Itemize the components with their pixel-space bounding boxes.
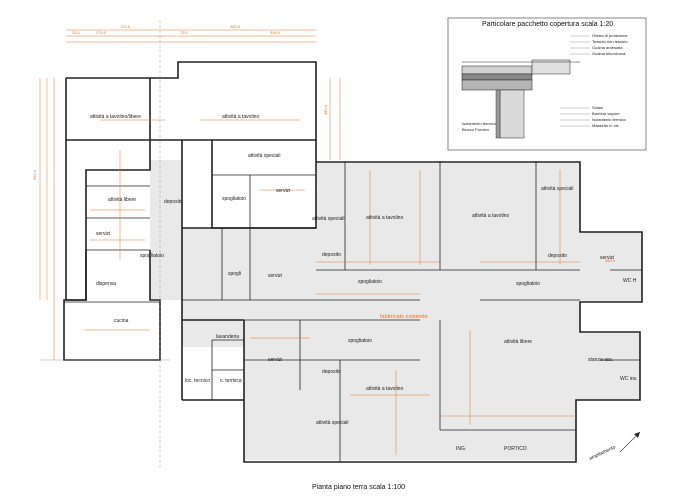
room-attivita-libere-top: attività a tavolino/libere: [90, 114, 141, 120]
room-attivita-tavolino-a: attività a tavolino: [366, 215, 403, 221]
room-spogli: spogli: [228, 271, 241, 277]
room-loc-tecnico: loc. tecnico: [185, 378, 210, 384]
grid-lines: [40, 20, 170, 470]
dim-top-b: 379.0: [96, 30, 107, 35]
layer-5: Barriera vapore: [592, 111, 620, 116]
dim-side-a: 950.0: [32, 169, 37, 180]
layer-6: Isolamento termico: [592, 117, 627, 122]
room-spogliatoio-low: spogliatoio: [348, 338, 372, 344]
layer-2: Guaina ardesiata: [592, 45, 623, 50]
dim-top-c: 25.0: [72, 30, 81, 35]
room-spogliatoio-left: spogliatoio: [140, 253, 164, 259]
room-stanza-ass: stanza ass.: [588, 357, 613, 363]
room-attivita-speciali-top: attività speciali: [248, 153, 281, 159]
detail-title: Particolare pacchetto copertura scala 1:…: [482, 21, 613, 28]
wall-layer-0: Isolamento termico: [462, 121, 497, 126]
room-c-termica: c. termica: [220, 378, 242, 384]
dim-top-a: 380.0: [230, 24, 241, 29]
room-cucina: cucina: [114, 318, 129, 324]
room-ing: ING.: [456, 446, 466, 452]
room-labels: attività a tavolino/libere attività a ta…: [90, 114, 638, 462]
roof-detail: Particolare pacchetto copertura scala 1:…: [447, 17, 647, 151]
wall-layer-1: Blocco Poroton: [462, 127, 489, 132]
dim-top-e: 395.0: [270, 30, 281, 35]
room-wc-ins: WC ins.: [620, 376, 638, 382]
dim-top-d: 75.0: [180, 30, 189, 35]
layer-7: Massetto in cls.: [592, 123, 620, 128]
room-servizi-top: servizi: [276, 188, 290, 194]
dim-wc: 380.0: [605, 258, 616, 263]
room-dispensa: dispensa: [96, 281, 116, 287]
room-servizi-mid: servizi: [268, 273, 282, 279]
layer-0: Ghiaia di protezione: [592, 33, 628, 38]
room-attivita-libere-big: attività libere: [504, 339, 532, 345]
room-lavanderia: lavanderia: [216, 334, 239, 340]
room-attivita-tavolino-low: attività a tavolino: [366, 386, 403, 392]
room-deposito-top: deposito: [164, 199, 183, 205]
room-attivita-libere-left: attività libere: [108, 197, 136, 203]
room-fills: [150, 160, 642, 460]
room-fabbricato-esistente: fabbricato esistente: [380, 314, 428, 320]
room-attivita-tavolino-b: attività a tavolino: [472, 213, 509, 219]
layer-1: Tessuto non tessuto: [592, 39, 628, 44]
label-ampliamento: ampliamento: [588, 444, 617, 462]
room-spogliatoio-b: spogliatoio: [516, 281, 540, 287]
north-arrow-icon: [619, 431, 641, 453]
room-deposito-a: deposito: [322, 252, 341, 258]
room-portico: PORTICO: [504, 446, 527, 452]
room-attivita-speciali-low: attività speciali: [316, 420, 349, 426]
room-deposito-b: deposito: [548, 253, 567, 259]
room-attivita-tavolino-top: attività a tavolino: [222, 114, 259, 120]
room-attivita-speciali-a: attività speciali: [312, 216, 345, 222]
room-wc-h: WC H: [623, 278, 637, 284]
dimension-lines: [39, 29, 580, 455]
room-attivita-speciali-b: attività speciali: [541, 186, 574, 192]
room-servizi-low: servizi: [268, 357, 282, 363]
dim-top-total: 722.5: [120, 24, 131, 29]
plan-title: Pianta piano terra scala 1:100: [312, 484, 405, 491]
room-servizi-left: servizi: [96, 231, 110, 237]
room-deposito-low: deposito: [322, 369, 341, 375]
layer-4: Solaio: [592, 105, 604, 110]
room-servizi-right: servizi: [600, 255, 614, 261]
room-spogliatoio-top: spogliatoio: [222, 196, 246, 202]
dimension-labels: 722.5 380.0 379.0 25.0 75.0 395.0 950.0 …: [32, 24, 616, 263]
dim-side-b: 380.0: [323, 104, 328, 115]
layer-3: Guaina bituminosa: [592, 51, 626, 56]
room-spogliatoio-a: spogliatoio: [358, 279, 382, 285]
